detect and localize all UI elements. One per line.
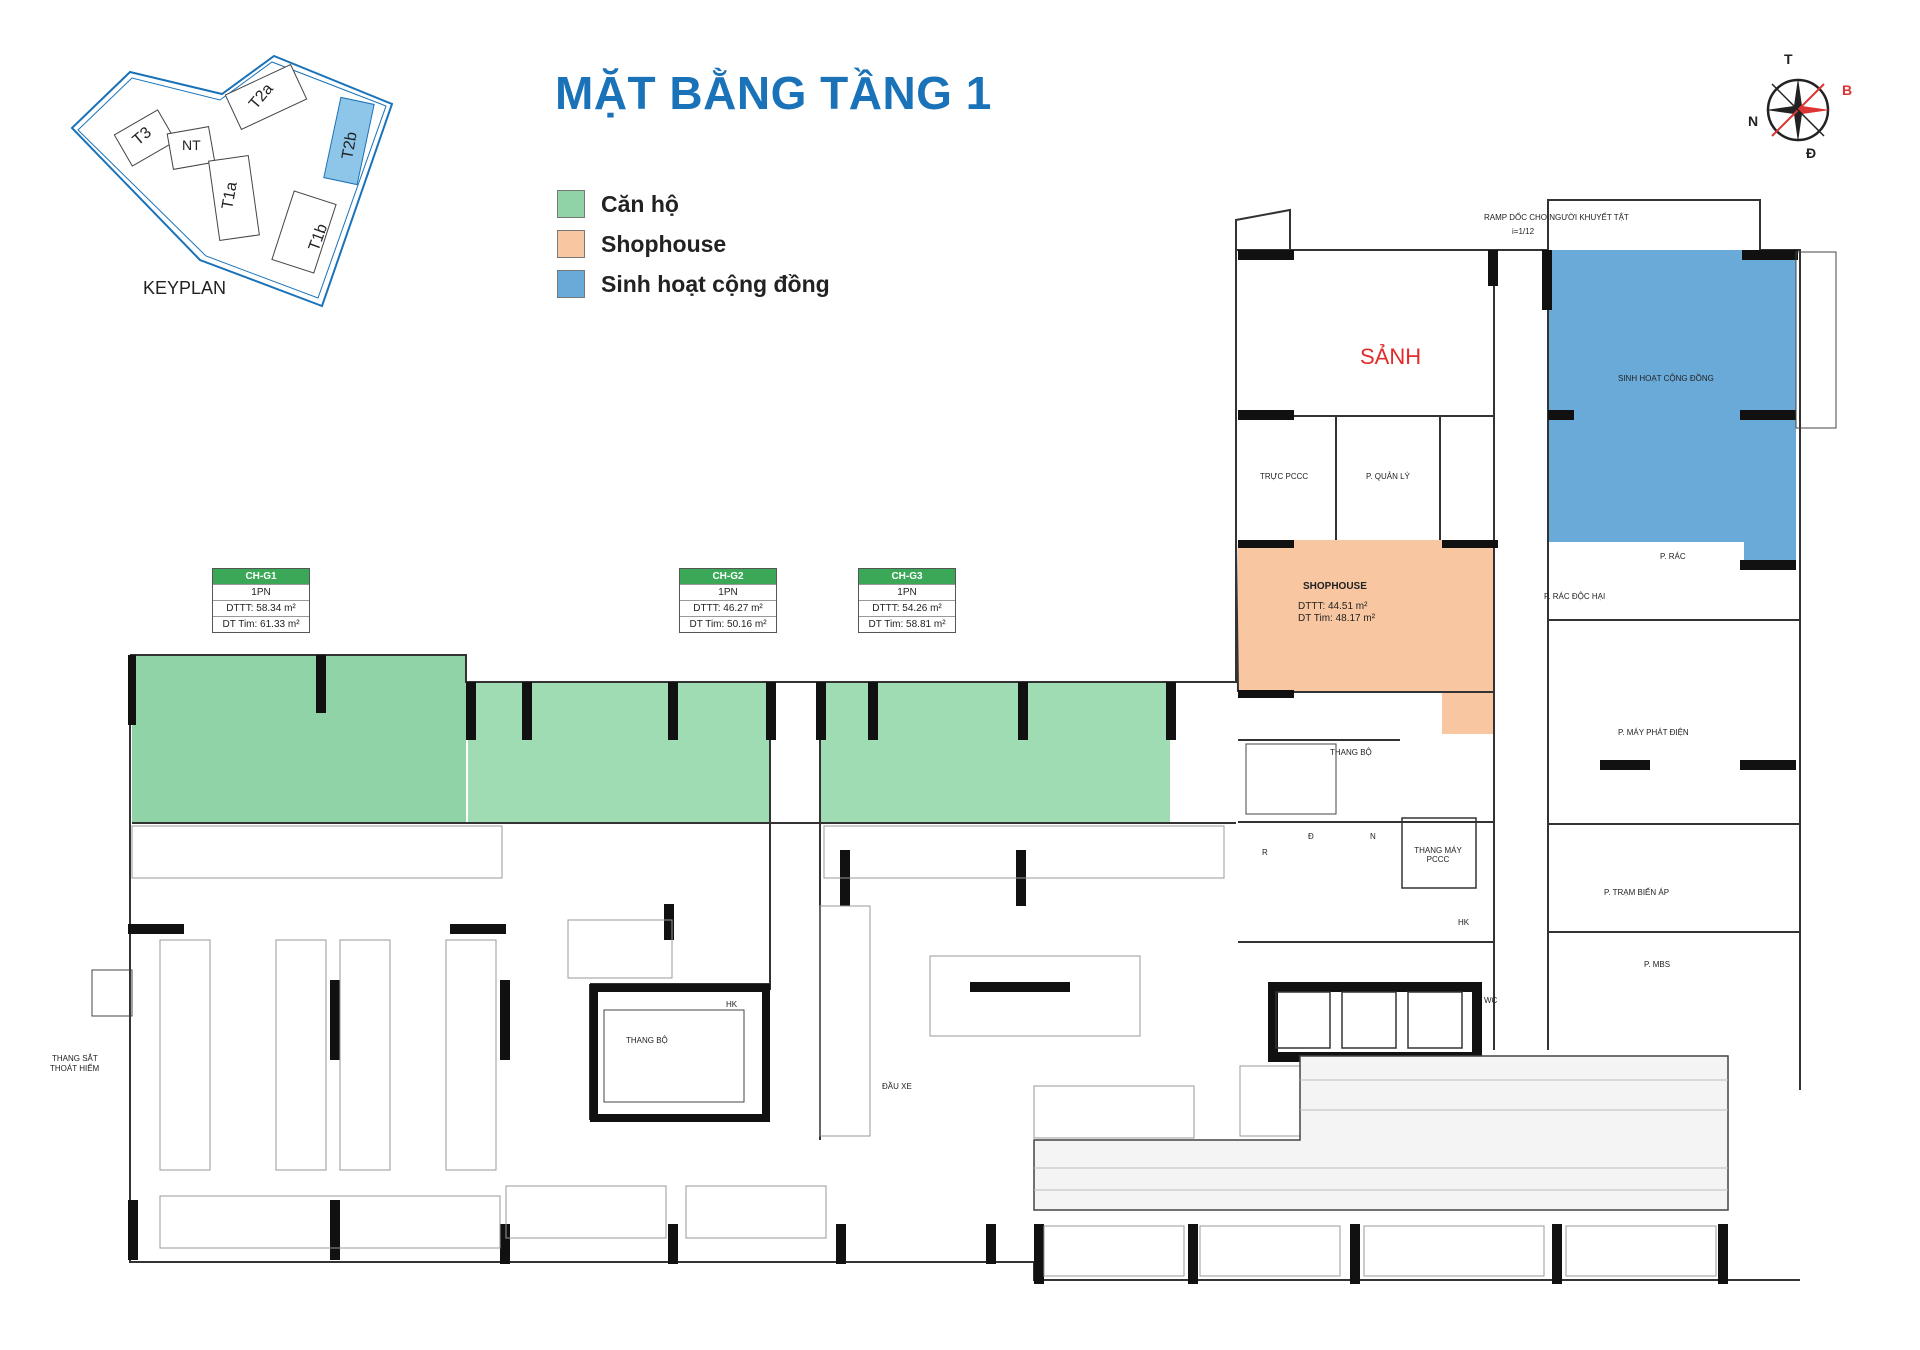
unit-card-ch-g3: CH-G3 1PN DTTT: 54.26 m² DT Tim: 58.81 m…: [858, 568, 956, 633]
page-title: MẶT BẰNG TẦNG 1: [555, 67, 992, 119]
room-n-label: N: [1370, 832, 1376, 841]
unit-ch-g1: [132, 655, 466, 823]
stairs: [91, 251, 1837, 1103]
unit-code: CH-G3: [859, 569, 955, 584]
parking-stalls: [131, 825, 1717, 1277]
unit-code: CH-G1: [213, 569, 309, 584]
unit-dttt: DTTT: 54.26 m²: [859, 600, 955, 616]
legend-swatch: [557, 270, 585, 298]
legend-item-can-ho: Căn hộ: [557, 184, 830, 224]
room-d-label: Đ: [1308, 832, 1314, 841]
keyplan-block: [113, 109, 177, 167]
unit-card-ch-g1: CH-G1 1PN DTTT: 58.34 m² DT Tim: 61.33 m…: [212, 568, 310, 633]
keyplan-block: [208, 155, 260, 241]
room-r-label: R: [1262, 848, 1268, 857]
legend-item-shophouse: Shophouse: [557, 224, 830, 264]
keyplan-block: [166, 126, 216, 170]
fire-watch-room-label: TRỰC PCCC: [1260, 472, 1309, 481]
wc-label: WC: [1484, 996, 1498, 1005]
structural-columns: [128, 250, 1798, 1284]
legend-swatch: [557, 190, 585, 218]
ramp-label: RAMP DỐC CHO NGƯỜI KHUYẾT TẬT: [1484, 213, 1629, 222]
community-room-label: SINH HOẠT CỘNG ĐỒNG: [1618, 374, 1714, 383]
ramp: [1033, 1055, 1729, 1211]
unit-type: 1PN: [680, 584, 776, 600]
legend-label: Căn hộ: [601, 190, 679, 217]
compass-west: N: [1748, 113, 1758, 129]
legend-swatch: [557, 230, 585, 258]
emergency-ladder-label: THANG SẮT: [52, 1054, 98, 1063]
unit-ch-g2: [468, 682, 770, 823]
keyplan: T3 NT T2a T2b T1a T1b: [70, 54, 394, 308]
emergency-ladder-label: THOÁT HIỂM: [50, 1064, 100, 1073]
unit-card-ch-g2: CH-G2 1PN DTTT: 46.27 m² DT Tim: 50.16 m…: [679, 568, 777, 633]
shophouse-dt-tim: DT Tim: 48.17 m²: [1298, 613, 1376, 624]
keyplan-block-label: T1a: [219, 180, 241, 210]
ramp-slope-label: i=1/12: [1512, 227, 1535, 236]
unit-dt-tim: DT Tim: 61.33 m²: [213, 616, 309, 632]
management-room-label: P. QUẢN LÝ: [1366, 472, 1410, 481]
compass-icon: T B Đ N: [1748, 51, 1852, 161]
keyplan-block: [224, 63, 308, 131]
unit-code: CH-G2: [680, 569, 776, 584]
legend-label: Sinh hoạt cộng đồng: [601, 270, 830, 297]
shophouse-area: [1238, 540, 1494, 734]
keyplan-block: [271, 190, 337, 274]
stair-label: THANG BỘ: [1330, 748, 1372, 757]
trash-room-label: P. RÁC: [1660, 552, 1686, 561]
community-room: [1548, 250, 1796, 560]
unit-dttt: DTTT: 46.27 m²: [680, 600, 776, 616]
unit-type: 1PN: [213, 584, 309, 600]
keyplan-block-label: T2b: [339, 130, 361, 160]
hk-label: HK: [726, 1000, 738, 1009]
fire-elevator-label: THANG MÁY PCCC: [1414, 846, 1462, 864]
compass-east: B: [1842, 82, 1852, 98]
stair-label: THANG BỘ: [626, 1036, 668, 1045]
unit-dttt: DTTT: 58.34 m²: [213, 600, 309, 616]
hazardous-trash-room-label: P. RÁC ĐỘC HẠI: [1544, 592, 1606, 601]
keyplan-block-highlight: [323, 96, 375, 186]
parking-head-label: ĐẦU XE: [882, 1082, 912, 1091]
shophouse-label: SHOPHOUSE: [1303, 581, 1367, 592]
unit-dt-tim: DT Tim: 50.16 m²: [680, 616, 776, 632]
unit-type: 1PN: [859, 584, 955, 600]
compass-south: Đ: [1806, 145, 1816, 161]
generator-room-label: P. MÁY PHÁT ĐIỆN: [1618, 728, 1689, 737]
keyplan-block-label: NT: [182, 137, 201, 153]
mbs-room-label: P. MBS: [1644, 960, 1671, 969]
unit-dt-tim: DT Tim: 58.81 m²: [859, 616, 955, 632]
compass-north: T: [1784, 51, 1793, 67]
shophouse-dttt: DTTT: 44.51 m²: [1298, 601, 1368, 612]
keyplan-label: KEYPLAN: [143, 278, 227, 298]
hk-label: HK: [1458, 918, 1470, 927]
legend: Căn hộ Shophouse Sinh hoạt cộng đồng: [557, 184, 830, 304]
substation-room-label: P. TRẠM BIẾN ÁP: [1604, 888, 1670, 897]
lobby-label: SẢNH: [1360, 344, 1422, 369]
elevators: [1275, 817, 1477, 1049]
unit-ch-g3: [820, 682, 1170, 823]
legend-label: Shophouse: [601, 230, 727, 257]
legend-item-community: Sinh hoạt cộng đồng: [557, 264, 830, 304]
